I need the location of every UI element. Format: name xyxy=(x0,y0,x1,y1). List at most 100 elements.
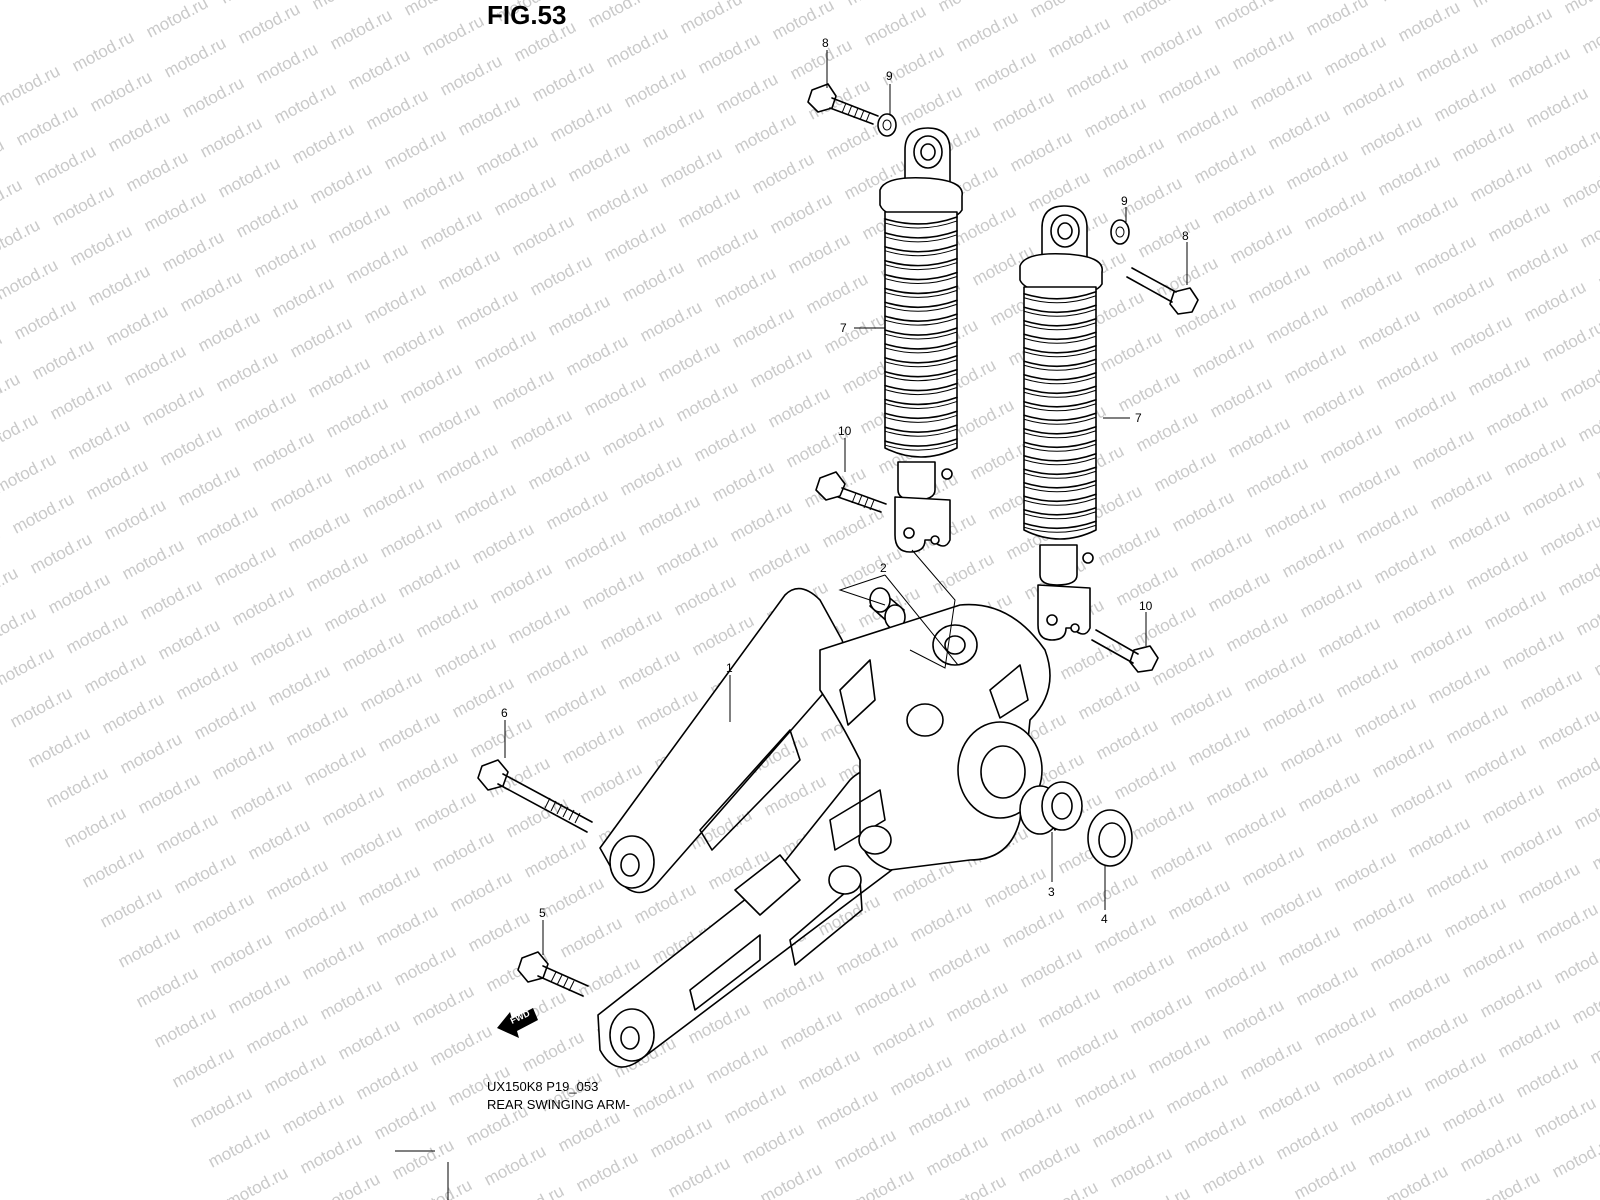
watermark-text: motod.ru xyxy=(677,0,745,38)
watermark-text: motod.ru xyxy=(49,181,117,229)
watermark-text: motod.ru xyxy=(261,1049,329,1097)
watermark-text: motod.ru xyxy=(1439,1087,1507,1135)
watermark-text: motod.ru xyxy=(1539,317,1600,365)
watermark-text: motod.ru xyxy=(751,0,819,4)
watermark-text: motod.ru xyxy=(559,719,627,767)
watermark-text: motod.ru xyxy=(1229,25,1297,73)
watermark-text: motod.ru xyxy=(1329,1041,1397,1089)
watermark-text: motod.ru xyxy=(87,67,155,115)
washer-9-right xyxy=(1110,219,1130,245)
watermark-text: motod.ru xyxy=(1265,105,1333,153)
watermark-text: motod.ru xyxy=(157,421,225,469)
watermark-text: motod.ru xyxy=(137,575,205,623)
watermark-text: motod.ru xyxy=(943,977,1011,1025)
spring-coil xyxy=(1023,425,1097,435)
watermark-text: motod.ru xyxy=(1027,0,1095,22)
watermark-text: motod.ru xyxy=(1487,3,1555,51)
callout-7-left: 7 xyxy=(840,321,847,335)
watermark-text: motod.ru xyxy=(869,1011,937,1059)
watermark-text: motod.ru xyxy=(169,1043,237,1091)
watermark-text: motod.ru xyxy=(989,87,1057,135)
watermark-text: motod.ru xyxy=(229,581,297,629)
watermark-text: motod.ru xyxy=(195,307,263,355)
watermark-text: motod.ru xyxy=(1355,305,1423,353)
watermark-text: motod.ru xyxy=(431,633,499,681)
watermark-text: motod.ru xyxy=(1163,1069,1231,1117)
watermark-text: motod.ru xyxy=(629,1073,697,1121)
watermark-text: motod.ru xyxy=(573,1147,641,1195)
watermark-text: motod.ru xyxy=(381,125,449,173)
watermark-text: motod.ru xyxy=(211,541,279,589)
watermark-text: motod.ru xyxy=(287,313,355,361)
watermark-text: motod.ru xyxy=(1147,835,1215,883)
watermark-text: motod.ru xyxy=(665,1153,733,1200)
washer-9-left xyxy=(877,113,897,137)
watermark-text: motod.ru xyxy=(1503,237,1571,285)
watermark-text: motod.ru xyxy=(0,135,7,183)
watermark-text: motod.ru xyxy=(997,1097,1065,1145)
spring-coil xyxy=(884,257,958,267)
watermark-text: motod.ru xyxy=(345,45,413,93)
watermark-text: motod.ru xyxy=(455,91,523,139)
watermark-text: motod.ru xyxy=(231,387,299,435)
spring-coil xyxy=(1023,439,1097,449)
watermark-text: motod.ru xyxy=(543,485,611,533)
watermark-text: motod.ru xyxy=(1275,921,1343,969)
watermark-text: motod.ru xyxy=(509,211,577,259)
watermark-text: motod.ru xyxy=(1389,579,1457,627)
watermark-text: motod.ru xyxy=(1299,379,1367,427)
watermark-text: motod.ru xyxy=(1017,943,1085,991)
watermark-text: motod.ru xyxy=(177,267,245,315)
watermark-text: motod.ru xyxy=(1371,539,1439,587)
spring-coil xyxy=(1023,317,1097,327)
spring-coil xyxy=(1023,385,1097,395)
watermark-text: motod.ru xyxy=(7,683,75,731)
watermark-text: motod.ru xyxy=(265,661,333,709)
watermark-text: motod.ru xyxy=(673,377,741,425)
watermark-text: motod.ru xyxy=(1185,721,1253,769)
watermark-text: motod.ru xyxy=(123,147,191,195)
bolt-10-right xyxy=(1091,629,1159,673)
watermark-text: motod.ru xyxy=(709,457,777,505)
watermark-text: motod.ru xyxy=(263,855,331,903)
watermark-text: motod.ru xyxy=(0,523,3,571)
watermark-text: motod.ru xyxy=(141,187,209,235)
watermark-text: motod.ru xyxy=(655,337,723,385)
spring-coil xyxy=(1023,371,1097,381)
watermark-text: motod.ru xyxy=(1095,521,1163,569)
watermark-text: motod.ru xyxy=(1181,1109,1249,1157)
watermark-text: motod.ru xyxy=(1227,219,1295,267)
watermark-text: motod.ru xyxy=(11,295,79,343)
watermark-text: motod.ru xyxy=(1575,397,1600,445)
spring-coil xyxy=(1023,344,1097,354)
watermark-text: motod.ru xyxy=(389,1135,457,1183)
spring-coil xyxy=(884,424,958,434)
watermark-text: motod.ru xyxy=(235,0,303,48)
watermark-text: motod.ru xyxy=(319,781,387,829)
watermark-text: motod.ru xyxy=(279,1089,347,1137)
watermark-text: motod.ru xyxy=(437,51,505,99)
watermark-text: motod.ru xyxy=(361,279,429,327)
watermark-text: motod.ru xyxy=(1173,99,1241,147)
watermark-text: motod.ru xyxy=(67,221,135,269)
watermark-text: motod.ru xyxy=(561,525,629,573)
watermark-text: motod.ru xyxy=(505,599,573,647)
watermark-text: motod.ru xyxy=(0,449,59,497)
watermark-text: motod.ru xyxy=(981,863,1049,911)
spring-coil xyxy=(884,299,958,309)
watermark-text: motod.ru xyxy=(1279,533,1347,581)
watermark-text: motod.ru xyxy=(317,975,385,1023)
watermark-text: motod.ru xyxy=(1295,767,1363,815)
watermark-text: motod.ru xyxy=(1449,117,1517,165)
watermark-text: motod.ru xyxy=(1319,225,1387,273)
watermark-text: motod.ru xyxy=(1357,111,1425,159)
watermark-text: motod.ru xyxy=(675,183,743,231)
watermark-text: motod.ru xyxy=(507,405,575,453)
watermark-text: motod.ru xyxy=(1297,573,1365,621)
watermark-text: motod.ru xyxy=(1273,1115,1341,1163)
figure-title: FIG.53 xyxy=(487,0,566,30)
watermark-text: motod.ru xyxy=(371,1095,439,1143)
watermark-text: motod.ru xyxy=(1189,333,1257,381)
watermark-text: motod.ru xyxy=(1425,659,1493,707)
callout-5: 5 xyxy=(539,906,546,920)
